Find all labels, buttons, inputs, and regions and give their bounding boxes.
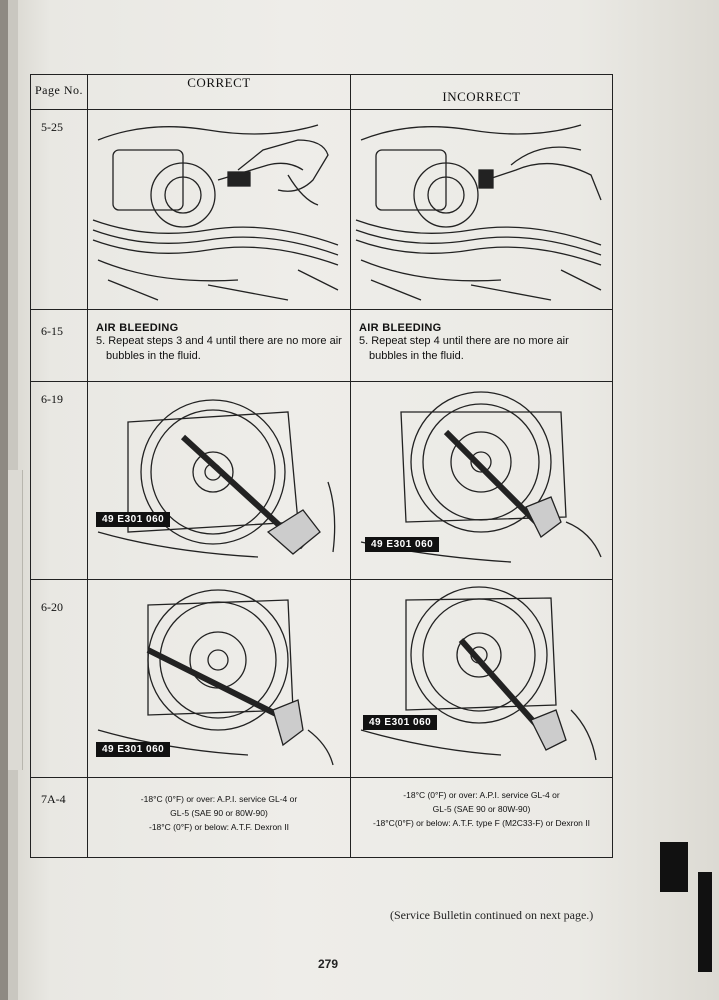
row-page-no: 6-15	[30, 309, 88, 382]
row-page-no: 5-25	[30, 109, 88, 310]
row-page-no: 6-20	[30, 579, 88, 778]
section-edge-tab	[660, 842, 688, 892]
table-header-row: Page No. CORRECT INCORRECT	[30, 74, 613, 110]
tool-number-tag: 49 E301 060	[365, 537, 440, 552]
illustration-incorrect-wire-pull	[350, 109, 613, 310]
correct-heading: AIR BLEEDING	[96, 322, 179, 334]
incorrect-step-text: 5. Repeat step 4 until there are no more…	[359, 335, 569, 362]
correct-air-bleeding-cell: AIR BLEEDING 5. Repeat steps 3 and 4 unt…	[87, 309, 351, 382]
incorrect-air-bleeding-cell: AIR BLEEDING 5. Repeat step 4 until ther…	[350, 309, 613, 382]
incorrect-heading: AIR BLEEDING	[359, 322, 442, 334]
table-row: 6-15 AIR BLEEDING 5. Repeat steps 3 and …	[30, 309, 613, 382]
section-edge-tab	[698, 872, 712, 972]
table-row: 7A-4 -18°C (0°F) or over: A.P.I. service…	[30, 777, 613, 858]
illustration-correct-flywheel: 49 E301 060	[87, 381, 351, 580]
spec-line: GL-5 (SAE 90 or 80W-90)	[432, 804, 531, 814]
spec-line: -18°C (0°F) or below: A.T.F. Dexron II	[148, 822, 289, 832]
correct-oil-spec-cell: -18°C (0°F) or over: A.P.I. service GL-4…	[87, 777, 351, 858]
row-page-no: 7A-4	[30, 777, 88, 858]
spec-line: -18°C(0°F) or below: A.T.F. type F (M2C3…	[373, 818, 590, 828]
tool-number-tag: 49 E301 060	[96, 742, 171, 757]
header-incorrect: INCORRECT	[350, 74, 613, 110]
adjacent-page-edge	[8, 470, 23, 770]
table-row: 5-25	[30, 109, 613, 310]
illustration-incorrect-clutch-cover: 49 E301 060	[350, 579, 613, 778]
row-page-no: 6-19	[30, 381, 88, 580]
table-row: 6-19 49 E301 060	[30, 381, 613, 580]
spec-line: -18°C (0°F) or over: A.P.I. service GL-4…	[403, 790, 560, 800]
illustration-incorrect-flywheel: 49 E301 060	[350, 381, 613, 580]
illustration-correct-wire-pull	[87, 109, 351, 310]
page-number: 279	[318, 957, 339, 971]
header-correct: CORRECT	[87, 74, 351, 110]
table-row: 6-20 49 E301 060	[30, 579, 613, 778]
tool-number-tag: 49 E301 060	[363, 715, 438, 730]
illustration-correct-clutch-cover: 49 E301 060	[87, 579, 351, 778]
correct-incorrect-table: Page No. CORRECT INCORRECT 5-25	[30, 74, 613, 858]
correct-step-text: 5. Repeat steps 3 and 4 until there are …	[96, 335, 342, 362]
spec-line: -18°C (0°F) or over: A.P.I. service GL-4…	[140, 794, 298, 804]
manual-page: Page No. CORRECT INCORRECT 5-25	[8, 0, 719, 1000]
incorrect-oil-spec-cell: -18°C (0°F) or over: A.P.I. service GL-4…	[350, 777, 613, 858]
continued-note: (Service Bulletin continued on next page…	[390, 908, 594, 922]
spec-line: GL-5 (SAE 90 or 80W-90)	[170, 808, 268, 818]
tool-number-tag: 49 E301 060	[96, 512, 171, 527]
header-page-no: Page No.	[30, 74, 88, 110]
